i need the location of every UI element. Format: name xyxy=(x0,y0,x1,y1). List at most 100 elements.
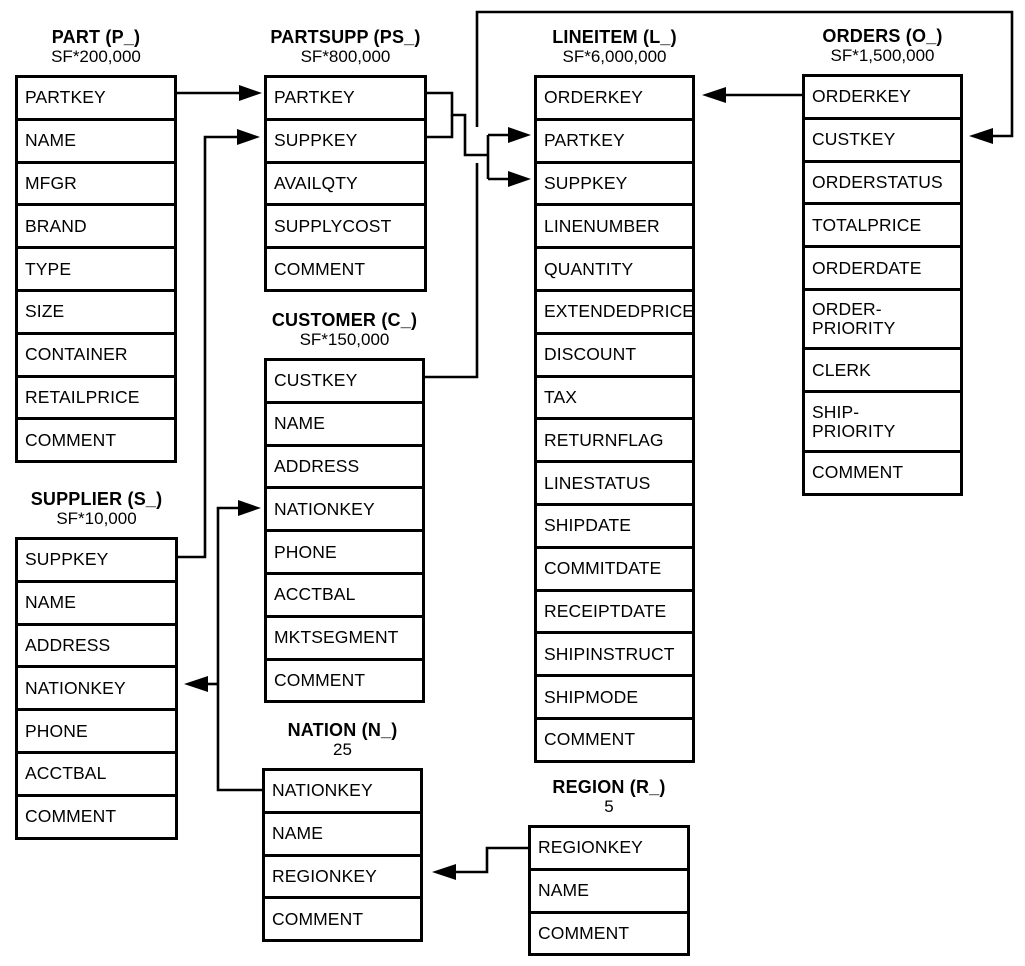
column-row: COMMENT xyxy=(262,896,423,943)
column-row: SHIP- PRIORITY xyxy=(802,390,963,453)
column-row: LINENUMBER xyxy=(534,203,695,250)
column-row: COMMENT xyxy=(528,910,690,957)
column-label: COMMENT xyxy=(25,429,117,450)
arrowhead-orders-custkey xyxy=(969,128,993,144)
column-row: ORDERDATE xyxy=(802,245,963,291)
column-label: ORDERSTATUS xyxy=(812,171,943,192)
column-label: DISCOUNT xyxy=(544,344,637,365)
column-row: MFGR xyxy=(15,160,177,207)
table-header-region: REGION (R_) 5 xyxy=(496,778,722,817)
column-row: ORDERKEY xyxy=(534,75,695,121)
column-label: COMMENT xyxy=(538,922,630,943)
column-row: SHIPDATE xyxy=(534,502,695,549)
column-label: CLERK xyxy=(812,359,871,380)
arrowhead-lineitem-partkey xyxy=(508,127,531,143)
column-label: ADDRESS xyxy=(274,455,360,476)
column-row: CLERK xyxy=(802,347,963,394)
column-row: COMMENT xyxy=(534,716,695,763)
column-row: CONTAINER xyxy=(15,331,177,378)
table-supplier: SUPPLIER (S_) SF*10,000 SUPPKEY NAME ADDRE… xyxy=(15,490,178,840)
table-cardinality: 5 xyxy=(604,797,614,816)
column-label: COMMENT xyxy=(544,729,636,750)
column-row: SUPPKEY xyxy=(15,537,178,583)
table-title: PART (P_) xyxy=(51,27,141,47)
column-row: SHIPINSTRUCT xyxy=(534,631,695,678)
table-title: NATION (N_) xyxy=(287,720,398,740)
column-label: EXTENDEDPRICE xyxy=(544,301,695,322)
column-row: ACCTBAL xyxy=(15,750,178,797)
table-cardinality: SF*200,000 xyxy=(51,47,141,66)
column-label: REGIONKEY xyxy=(272,865,377,886)
column-row: RETURNFLAG xyxy=(534,417,695,464)
column-row: NATIONKEY xyxy=(264,486,425,533)
table-header-lineitem: LINEITEM (L_) SF*6,000,000 xyxy=(502,28,727,67)
column-label: CUSTKEY xyxy=(812,129,896,150)
table-title: SUPPLIER (S_) xyxy=(30,489,163,509)
column-label: NAME xyxy=(538,880,589,901)
column-label: SHIPDATE xyxy=(544,515,632,536)
column-row: LINESTATUS xyxy=(534,460,695,506)
column-row: AVAILQTY xyxy=(264,160,427,207)
column-label: TYPE xyxy=(25,258,72,279)
column-row: COMMENT xyxy=(802,449,963,496)
column-row: ORDERSTATUS xyxy=(802,159,963,206)
column-row: ORDERKEY xyxy=(802,74,963,120)
column-row: COMMENT xyxy=(15,793,178,840)
column-label: PARTKEY xyxy=(544,130,625,151)
column-label: ORDERDATE xyxy=(812,257,922,278)
column-row: BRAND xyxy=(15,203,177,250)
arrowhead-partsupp-partkey xyxy=(239,85,262,101)
column-label: RECEIPTDATE xyxy=(544,600,667,621)
arrowhead-lineitem-orderkey xyxy=(702,87,726,103)
column-row: COMMITDATE xyxy=(534,545,695,592)
column-row: NATIONKEY xyxy=(262,768,423,814)
table-header-orders: ORDERS (O_) SF*1,500,000 xyxy=(770,27,995,66)
column-row: ADDRESS xyxy=(264,443,425,490)
table-cardinality: SF*150,000 xyxy=(299,330,390,349)
column-label: COMMENT xyxy=(812,462,904,483)
column-label: ORDERKEY xyxy=(812,86,912,107)
table-header-part: PART (P_) SF*200,000 xyxy=(0,27,209,67)
column-row: CUSTKEY xyxy=(802,116,963,163)
column-label: SUPPLYCOST xyxy=(274,215,392,236)
column-label: NATIONKEY xyxy=(274,498,375,519)
column-row: ORDER- PRIORITY xyxy=(802,287,963,351)
column-label: COMMITDATE xyxy=(544,558,662,579)
arrowhead-nation-regionkey xyxy=(432,864,456,880)
column-label: SHIP- PRIORITY xyxy=(812,401,896,441)
column-row: PARTKEY xyxy=(15,75,177,121)
column-label: COMMENT xyxy=(272,908,364,929)
column-label: NAME xyxy=(25,592,76,613)
column-label: SUPPKEY xyxy=(25,549,109,570)
column-label: PARTKEY xyxy=(25,87,106,108)
table-cardinality: SF*10,000 xyxy=(56,509,137,528)
table-cardinality: 25 xyxy=(333,740,352,759)
column-row: RECEIPTDATE xyxy=(534,588,695,635)
column-row: SIZE xyxy=(15,288,177,335)
column-label: MFGR xyxy=(25,172,77,193)
column-label: LINENUMBER xyxy=(544,215,660,236)
column-row: NAME xyxy=(262,810,423,857)
column-row: COMMENT xyxy=(264,657,425,704)
column-label: ACCTBAL xyxy=(274,584,356,605)
column-row: ADDRESS xyxy=(15,622,178,669)
fk-partsupp-partkey-trunk xyxy=(427,91,488,157)
column-row: PHONE xyxy=(15,708,178,754)
column-row: TYPE xyxy=(15,246,177,292)
column-row: COMMENT xyxy=(264,246,427,292)
